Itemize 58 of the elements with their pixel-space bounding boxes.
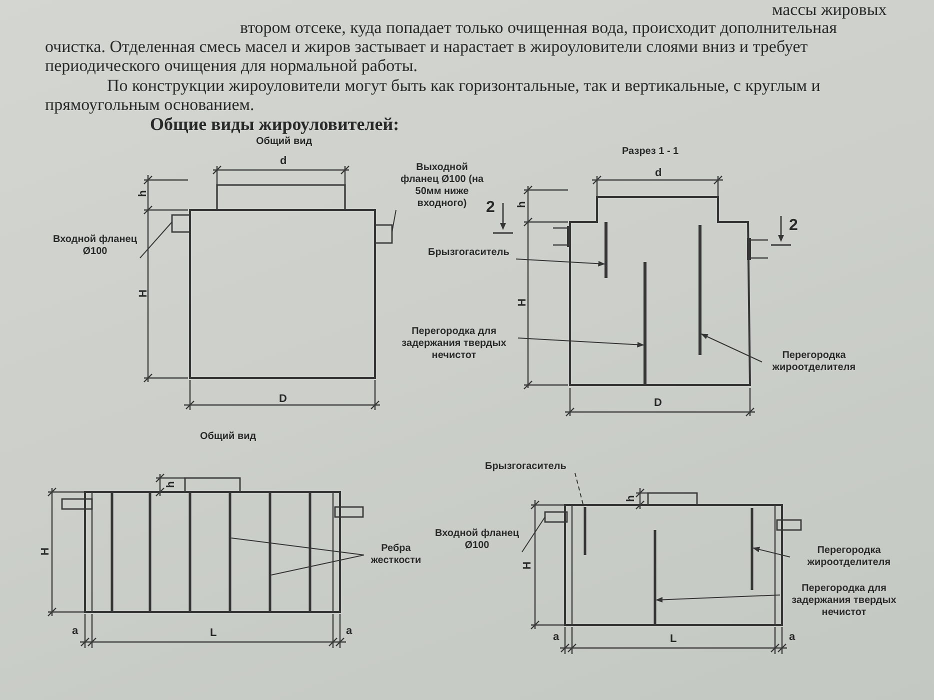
baffle-plate — [654, 530, 656, 625]
dimension-label: h — [166, 481, 177, 488]
callout-label: Входной фланец Ø100 — [432, 528, 522, 552]
body-paragraph: втором отсеке, куда попадает только очищенная вода, происходит дополнительная очистка. Отделенная смесь масел и жиров застывает и нарастает в жироуловители слоями вниз и требует периодического очищения для нормальной работы. — [45, 18, 837, 75]
callout-label: Входной фланец Ø100 — [50, 234, 140, 258]
callout-label: Перегородка жироотделителя — [762, 350, 866, 374]
callout-label: Брызгогаситель — [428, 247, 516, 259]
stiffening-rib — [228, 492, 232, 612]
dimension-label: L — [210, 628, 217, 639]
stiffening-rib — [268, 492, 272, 612]
baffle-plate — [698, 225, 702, 355]
baffle-plate — [584, 507, 586, 555]
dimension-label: d — [280, 156, 287, 167]
baffle-plate — [604, 222, 608, 278]
leader-line — [140, 222, 172, 258]
dimension-label: h — [516, 201, 528, 208]
pipe-stub — [374, 224, 393, 244]
section-heading: Общие виды жироуловителей: — [150, 114, 400, 135]
leader-line — [516, 258, 606, 266]
body-paragraph: массы жировых — [772, 0, 887, 19]
view-title: Общий вид — [200, 431, 256, 442]
dimension-label: a — [346, 626, 352, 637]
dimension-label: H — [40, 548, 52, 556]
pipe-stub — [544, 511, 568, 523]
leader-line — [230, 538, 364, 556]
dimension-label: a — [789, 632, 796, 643]
callout-label: Перегородка жироотделителя — [790, 545, 908, 569]
leader-line — [270, 554, 364, 576]
dimension-label: L — [670, 634, 677, 645]
leader-line — [392, 210, 396, 232]
baffle-plate — [750, 508, 754, 590]
dimension-label: d — [655, 168, 662, 179]
body-paragraph: По конструкции жироуловители могут быть как горизонтальные, так и вертикальные, с круглым и прямоугольным основанием. — [45, 76, 822, 114]
view-title: Общий вид — [256, 136, 312, 147]
callout-label: Брызгогаситель — [485, 461, 575, 473]
pipe-stub — [171, 214, 191, 233]
callout-label: Перегородка для задержания твердых нечистот — [390, 326, 518, 362]
dimension-label: H — [138, 290, 150, 298]
section-label: 2 — [486, 200, 495, 216]
view-title: Разрез 1 - 1 — [622, 146, 679, 157]
dimension-label: H — [517, 298, 528, 306]
leader-line — [752, 546, 790, 558]
dimension-label: D — [654, 398, 662, 409]
dimension-label: h — [626, 495, 637, 502]
dimension-label: a — [72, 626, 78, 637]
leader-line — [518, 338, 644, 348]
callout-label: Ребра жесткости — [364, 543, 428, 567]
dimension-label: h — [138, 190, 149, 197]
dimension-label: H — [522, 562, 534, 570]
dimension-label: a — [553, 632, 560, 643]
leader-line — [700, 334, 762, 362]
dimension-label: D — [279, 394, 287, 405]
baffle-plate — [644, 262, 646, 385]
leader-line — [656, 594, 780, 603]
callout-label: Выходной фланец Ø100 (на 50мм ниже входного) — [396, 162, 488, 210]
section-label: 2 — [789, 218, 798, 234]
leader-line — [522, 516, 546, 552]
callout-label: Перегородка для задержания твердых нечистот — [780, 583, 908, 619]
